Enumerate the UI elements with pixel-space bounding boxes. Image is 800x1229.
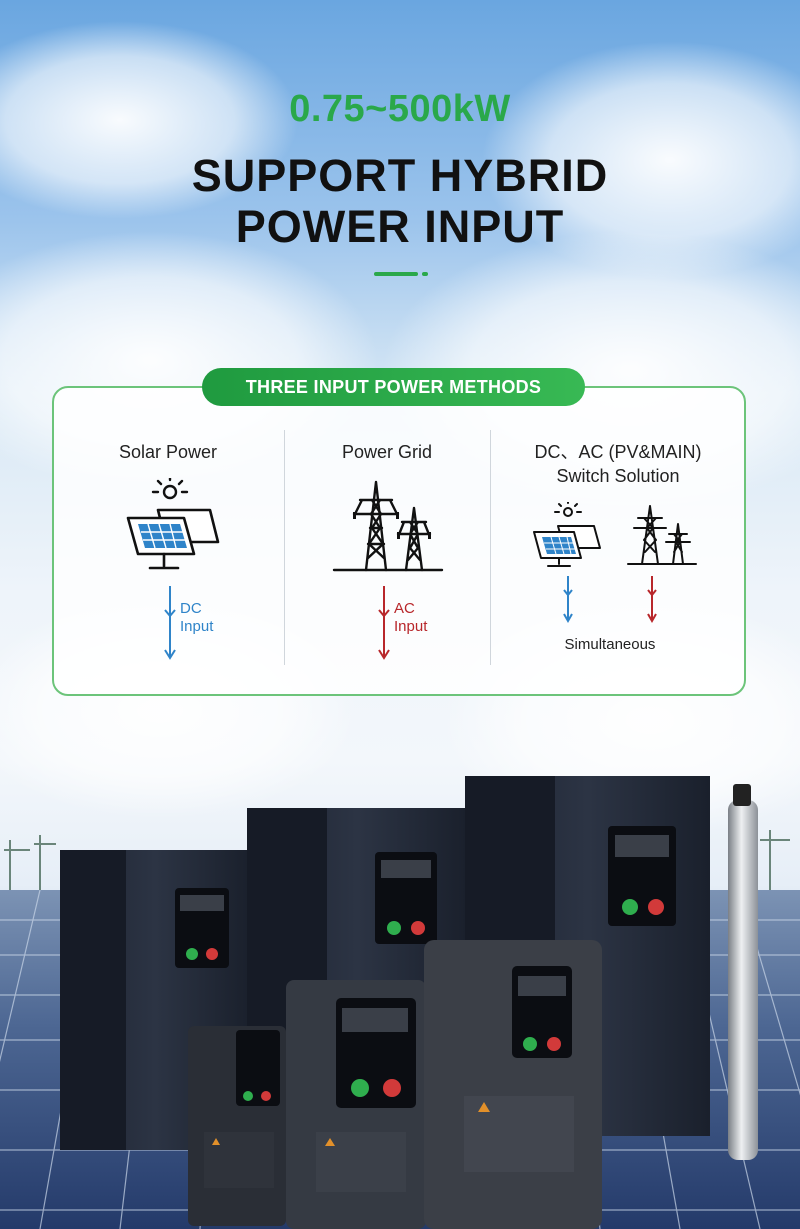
title-accent-bar (374, 272, 428, 276)
dc-input-arrow (164, 586, 176, 660)
flow-label-line2: Input (394, 618, 428, 635)
ac-input-label: AC Input (394, 600, 427, 636)
flow-label-line2: Input (180, 618, 214, 635)
power-tower-icon (332, 480, 444, 572)
title-line-2: POWER INPUT (235, 201, 565, 252)
method-grid: Power Grid AC Input (284, 386, 490, 696)
page-title: SUPPORT HYBRID POWER INPUT (0, 150, 800, 252)
dc-input-arrow (563, 576, 573, 624)
ac-input-arrow (378, 586, 390, 660)
input-methods-panel (52, 386, 746, 696)
method-solar: Solar Power DC Input (52, 386, 284, 696)
solar-and-tower-icon (533, 502, 697, 567)
flow-label-line1: AC (394, 600, 415, 617)
cloud-decoration (0, 20, 300, 220)
method-switch: DC、AC (PV&MAIN) Switch Solution (490, 386, 746, 696)
column-divider (284, 430, 285, 665)
method-label-line2: Switch Solution (556, 466, 680, 486)
flow-label-line1: DC (180, 600, 202, 617)
title-line-1: SUPPORT HYBRID (191, 150, 609, 201)
power-range: 0.75~500kW (289, 88, 511, 130)
panel-heading: THREE INPUT POWER METHODS (202, 368, 585, 406)
method-label-line1: DC、AC (PV&MAIN) (534, 442, 702, 462)
dc-input-label: DC Input (180, 600, 213, 636)
method-label: Solar Power (118, 442, 218, 462)
ac-input-arrow (647, 576, 657, 624)
solar-panel-icon (126, 478, 220, 570)
column-divider (490, 430, 491, 665)
product-photo (0, 776, 800, 1229)
method-label: Power Grid (341, 442, 433, 462)
simultaneous-label: Simultaneous (564, 636, 656, 653)
